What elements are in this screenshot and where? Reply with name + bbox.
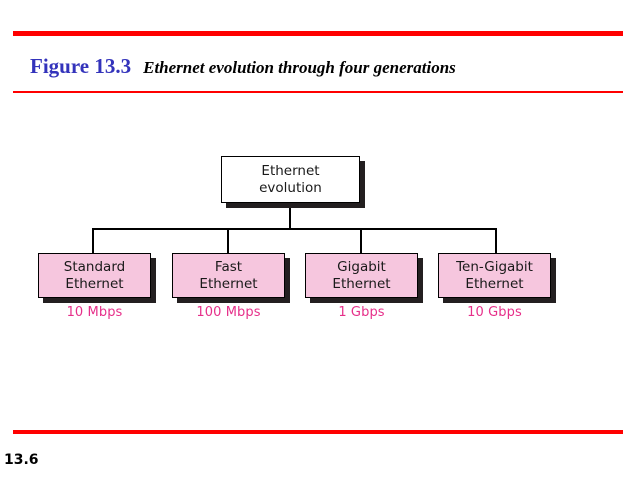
node-gigabit-ethernet: Gigabit Ethernet bbox=[305, 253, 418, 298]
figure-caption: Ethernet evolution through four generati… bbox=[143, 58, 456, 77]
header-rule-bottom bbox=[13, 91, 623, 93]
connector-drop-standard bbox=[92, 228, 94, 254]
node-fast-ethernet: Fast Ethernet bbox=[172, 253, 285, 298]
speed-label-ten-gigabit-ethernet: 10 Gbps bbox=[467, 305, 522, 320]
node-ethernet-evolution: Ethernet evolution bbox=[221, 156, 360, 203]
node-label-line2: evolution bbox=[259, 179, 322, 196]
node-ten-gigabit-ethernet: Ten-Gigabit Ethernet bbox=[438, 253, 551, 298]
speed-label-standard-ethernet: 10 Mbps bbox=[66, 305, 123, 320]
connector-root-stem bbox=[289, 203, 291, 230]
node-label-line1: Gigabit bbox=[337, 258, 386, 275]
node-label-line1: Ten-Gigabit bbox=[456, 258, 533, 275]
connector-horizontal-bus bbox=[92, 228, 497, 230]
node-label-line1: Fast bbox=[214, 258, 243, 275]
speed-label-fast-ethernet: 100 Mbps bbox=[196, 305, 261, 320]
figure-number: Figure 13.3 bbox=[30, 54, 132, 78]
speed-label-gigabit-ethernet: 1 Gbps bbox=[338, 305, 385, 320]
node-label-line2: Ethernet bbox=[465, 275, 524, 292]
node-label-line2: Ethernet bbox=[332, 275, 391, 292]
node-label-line1: Standard bbox=[63, 258, 126, 275]
connector-drop-fast bbox=[227, 228, 229, 254]
node-label-line2: Ethernet bbox=[199, 275, 258, 292]
figure-title: Figure 13.3 Ethernet evolution through fo… bbox=[30, 54, 456, 79]
node-label-line2: Ethernet bbox=[65, 275, 124, 292]
node-label-line1: Ethernet bbox=[261, 162, 320, 179]
connector-drop-gigabit bbox=[360, 228, 362, 254]
connector-drop-ten-gigabit bbox=[495, 228, 497, 254]
header-rule-top bbox=[13, 31, 623, 36]
slide-number: 13.6 bbox=[4, 452, 39, 468]
footer-rule bbox=[13, 430, 623, 434]
node-standard-ethernet: Standard Ethernet bbox=[38, 253, 151, 298]
